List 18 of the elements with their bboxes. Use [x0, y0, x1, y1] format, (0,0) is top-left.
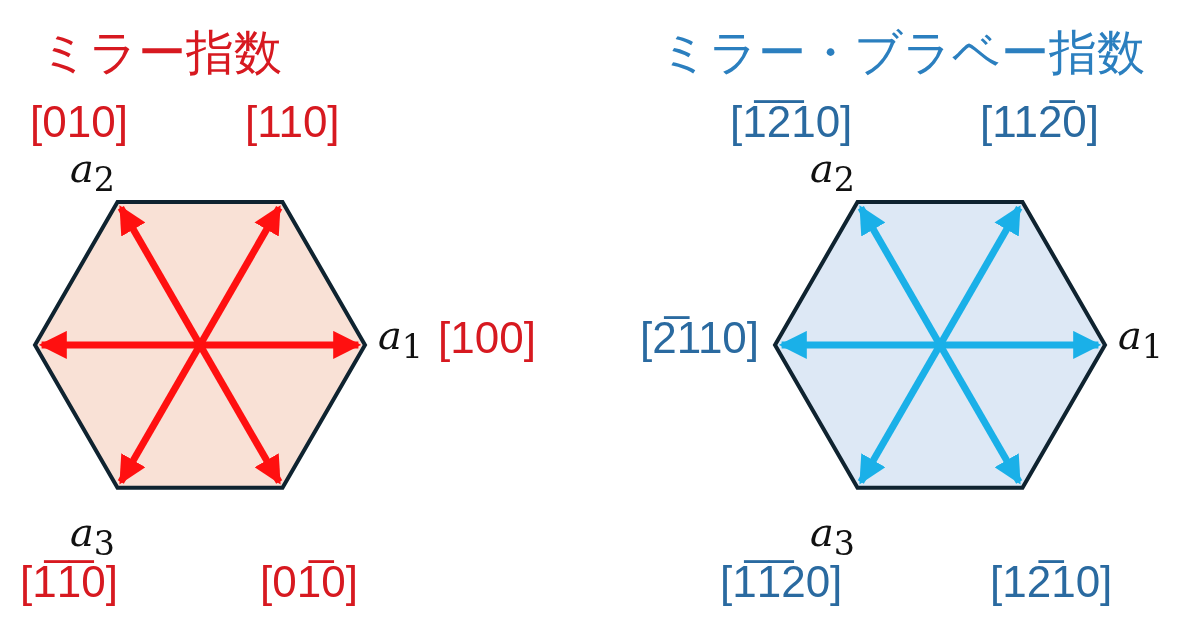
direction-index-label: [010] [30, 100, 128, 144]
direction-index-label: [100] [438, 316, 536, 360]
axis-label: a$_{1}$ [1118, 315, 1164, 364]
direction-index-label: [1̅1̅0] [20, 560, 118, 604]
axis-label: a$_{2}$ [810, 148, 856, 197]
heading: ミラー・ブラベー指数 [660, 28, 1145, 76]
direction-index-label: [12̅10] [990, 560, 1113, 604]
axis-label: a$_{2}$ [70, 148, 116, 197]
direction-index-label: [110] [245, 100, 340, 144]
direction-index-label: [2̅110] [640, 316, 760, 360]
direction-index-label: [1̅1̅20] [720, 560, 843, 604]
direction-index-label: [01̅0] [260, 560, 358, 604]
axis-label: a$_{3}$ [810, 512, 856, 561]
heading: ミラー指数 [40, 28, 282, 76]
direction-index-label: [1̅2̅10] [730, 100, 853, 144]
axis-label: a$_{3}$ [70, 512, 116, 561]
axis-label: a$_{1}$ [378, 315, 424, 364]
direction-index-label: [112̅0] [980, 100, 1100, 144]
